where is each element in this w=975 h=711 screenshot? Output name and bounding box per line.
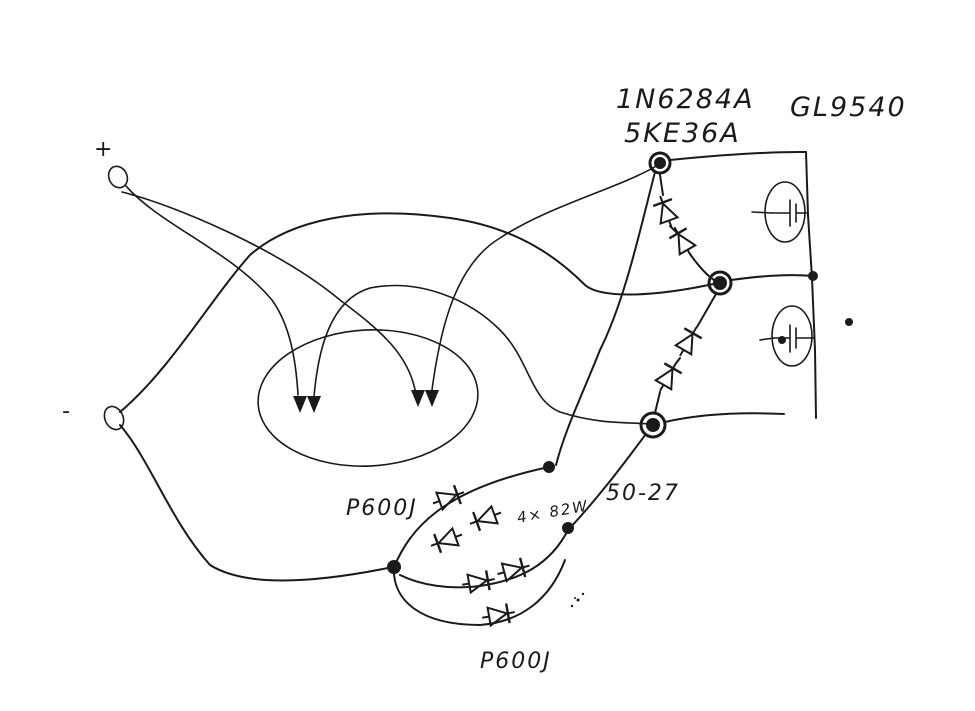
zener-label: 4× 82W (516, 497, 591, 527)
wire-bridge-upper (393, 466, 550, 568)
diode-symbol (670, 321, 707, 363)
arrow-head-icon (411, 390, 425, 407)
central-loop (257, 329, 479, 467)
arrow-head-icon (307, 396, 321, 413)
node-top (648, 151, 672, 175)
gas-discharge-tube-bottom (759, 305, 815, 367)
terminal-lug-icon (103, 405, 125, 431)
rail-junction (808, 271, 818, 281)
diode-symbol (426, 523, 467, 557)
diode-symbol (649, 191, 683, 232)
rectifier-left-label: P600J (346, 496, 418, 521)
wire-bridge-lower (392, 559, 566, 626)
rectifier-bottom-label: P600J (480, 649, 552, 674)
arrow-head-icon (293, 396, 307, 413)
terminal-plus: + (94, 137, 129, 189)
terminal-minus-label: - (62, 399, 72, 424)
arrow-head-icon (425, 390, 439, 407)
wire-plus-to-arrow1 (125, 185, 299, 396)
gas-discharge-tube-icon (764, 181, 806, 243)
diode-symbol (465, 501, 506, 535)
node-middle (707, 270, 733, 296)
node-zener (562, 522, 574, 534)
wire-bottom-to-zener (569, 433, 647, 529)
wire-diode-top-mid (659, 174, 715, 281)
wire-minus-over-top (119, 212, 719, 413)
wire-arrow4-return (431, 164, 659, 391)
gas-discharge-tube-icon (771, 305, 813, 367)
tube-model-label: GL9540 (790, 92, 907, 123)
wire-top-right (669, 151, 807, 161)
wire-bottom-right (664, 412, 785, 423)
diode-symbol (650, 356, 687, 398)
diode-symbol (428, 481, 469, 515)
diode-symbol (459, 567, 498, 596)
rail-dot (845, 318, 853, 326)
wire-top-to-bridge (555, 171, 656, 466)
gas-discharge-tube-top: GL9540 (751, 92, 907, 243)
diode-symbol (493, 554, 534, 586)
terminal-plus-label: + (94, 137, 114, 162)
diode-top-label-line1: 1N6284A (616, 84, 755, 115)
terminal-minus: - (62, 399, 125, 431)
terminal-lug-icon (107, 165, 129, 189)
smudge (570, 592, 585, 608)
wire-arrow2-return (313, 284, 651, 425)
wire-middle-right (730, 274, 813, 281)
wire-minus-to-bridge (119, 424, 394, 582)
wire-plus-to-arrow2 (121, 191, 417, 396)
wire-diode-mid-bottom (654, 293, 717, 414)
diode-top-label-line2: 5KE36A (624, 118, 741, 149)
node-bottom (639, 411, 667, 439)
tvs-label: 50-27 (606, 481, 680, 506)
right-rail (805, 151, 817, 419)
